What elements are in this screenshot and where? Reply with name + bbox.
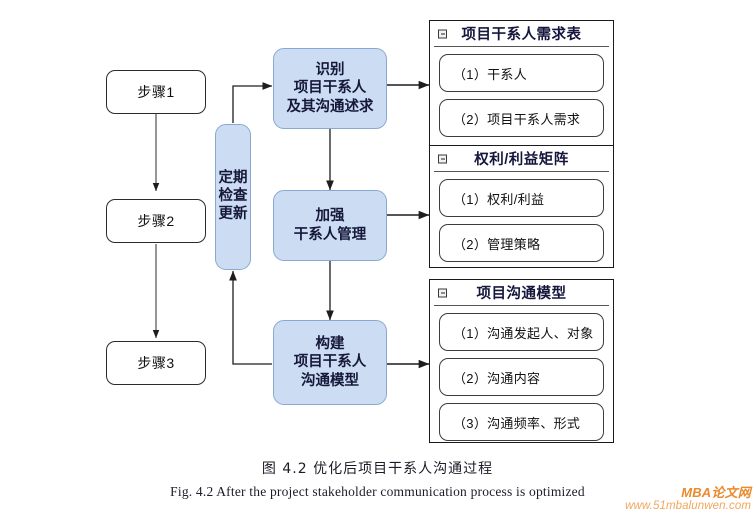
list-item[interactable]: （3）沟通频率、形式 — [439, 403, 604, 441]
list-item-label: （3）沟通频率、形式 — [453, 415, 581, 431]
collapse-minus-icon[interactable] — [438, 29, 447, 38]
panel-group-lower: 项目沟通模型 （1）沟通发起人、对象 （2）沟通内容 （3）沟通频率、形式 — [429, 279, 614, 443]
step-box-1-label: 步骤1 — [137, 84, 175, 100]
panel-stakeholder-requirements: 项目干系人需求表 （1）干系人 （2）项目干系人需求 — [430, 21, 613, 145]
process-box-identify[interactable]: 识别 项目干系人 及其沟通述求 — [273, 48, 387, 129]
process-identify-line-1: 识别 — [315, 61, 345, 78]
list-item-label: （2）沟通内容 — [453, 370, 541, 386]
recurring-line-1: 定期 — [218, 170, 248, 187]
list-item[interactable]: （2）沟通内容 — [439, 358, 604, 396]
recurring-line-2: 检查 — [218, 188, 248, 205]
panel-header-2[interactable]: 权利/利益矩阵 — [434, 146, 609, 172]
collapse-minus-icon[interactable] — [438, 288, 447, 297]
panel-body-1: （1）干系人 （2）项目干系人需求 — [430, 47, 613, 145]
panel-header-3[interactable]: 项目沟通模型 — [434, 280, 609, 306]
panel-header-1[interactable]: 项目干系人需求表 — [434, 21, 609, 47]
list-item[interactable]: （1）干系人 — [439, 54, 604, 92]
step-box-2-label: 步骤2 — [137, 213, 175, 229]
list-item-label: （2）项目干系人需求 — [453, 111, 581, 127]
connector-recurring-identify — [232, 82, 273, 123]
process-strengthen-line-2: 干系人管理 — [293, 226, 367, 243]
list-item[interactable]: （2）项目干系人需求 — [439, 99, 604, 137]
figure-caption-english: Fig. 4.2 After the project stakeholder c… — [170, 484, 585, 499]
list-item-label: （2）管理策略 — [453, 236, 541, 252]
list-item-label: （1）干系人 — [453, 66, 528, 82]
step-box-3-label: 步骤3 — [137, 355, 175, 371]
watermark-brand: MBA论文网 — [681, 484, 751, 500]
step-box-2[interactable]: 步骤2 — [106, 199, 206, 243]
recurring-line-3: 更新 — [218, 205, 248, 222]
watermark-url: www.51mbalunwen.com — [625, 500, 751, 513]
panel-communication-model: 项目沟通模型 （1）沟通发起人、对象 （2）沟通内容 （3）沟通频率、形式 — [430, 280, 613, 449]
panel-body-3: （1）沟通发起人、对象 （2）沟通内容 （3）沟通频率、形式 — [430, 306, 613, 449]
panel-title-3: 项目沟通模型 — [476, 286, 567, 302]
process-construct-line-2: 项目干系人 — [293, 354, 367, 371]
process-box-construct[interactable]: 构建 项目干系人 沟通模型 — [273, 320, 387, 405]
list-item-label: （1）沟通发起人、对象 — [453, 325, 594, 341]
process-box-strengthen[interactable]: 加强 干系人管理 — [273, 190, 387, 261]
process-strengthen-line-1: 加强 — [315, 207, 345, 224]
list-item[interactable]: （1）权利/利益 — [439, 179, 604, 217]
process-identify-line-3: 及其沟通述求 — [286, 98, 374, 115]
collapse-minus-icon[interactable] — [438, 154, 447, 163]
panel-title-2: 权利/利益矩阵 — [474, 152, 569, 168]
step-box-3[interactable]: 步骤3 — [106, 341, 206, 385]
step-box-1[interactable]: 步骤1 — [106, 70, 206, 114]
process-identify-line-2: 项目干系人 — [293, 80, 367, 97]
panel-title-1: 项目干系人需求表 — [461, 27, 582, 43]
connector-construct-recurring — [229, 270, 272, 365]
panel-power-interest-matrix: 权利/利益矩阵 （1）权利/利益 （2）管理策略 — [430, 145, 613, 270]
list-item-label: （1）权利/利益 — [453, 191, 545, 207]
list-item[interactable]: （1）沟通发起人、对象 — [439, 313, 604, 351]
process-construct-line-1: 构建 — [315, 335, 345, 352]
recurring-check-update-box[interactable]: 定期 检查 更新 — [215, 124, 251, 270]
panel-body-2: （1）权利/利益 （2）管理策略 — [430, 172, 613, 270]
figure-caption-chinese: 图 4.2 优化后项目干系人沟通过程 — [261, 461, 494, 477]
list-item[interactable]: （2）管理策略 — [439, 224, 604, 262]
panel-group-upper: 项目干系人需求表 （1）干系人 （2）项目干系人需求 权利/利益矩阵 （1）权利… — [429, 20, 614, 268]
watermark: MBA论文网 www.51mbalunwen.com — [625, 484, 751, 513]
process-construct-line-3: 沟通模型 — [301, 372, 359, 389]
